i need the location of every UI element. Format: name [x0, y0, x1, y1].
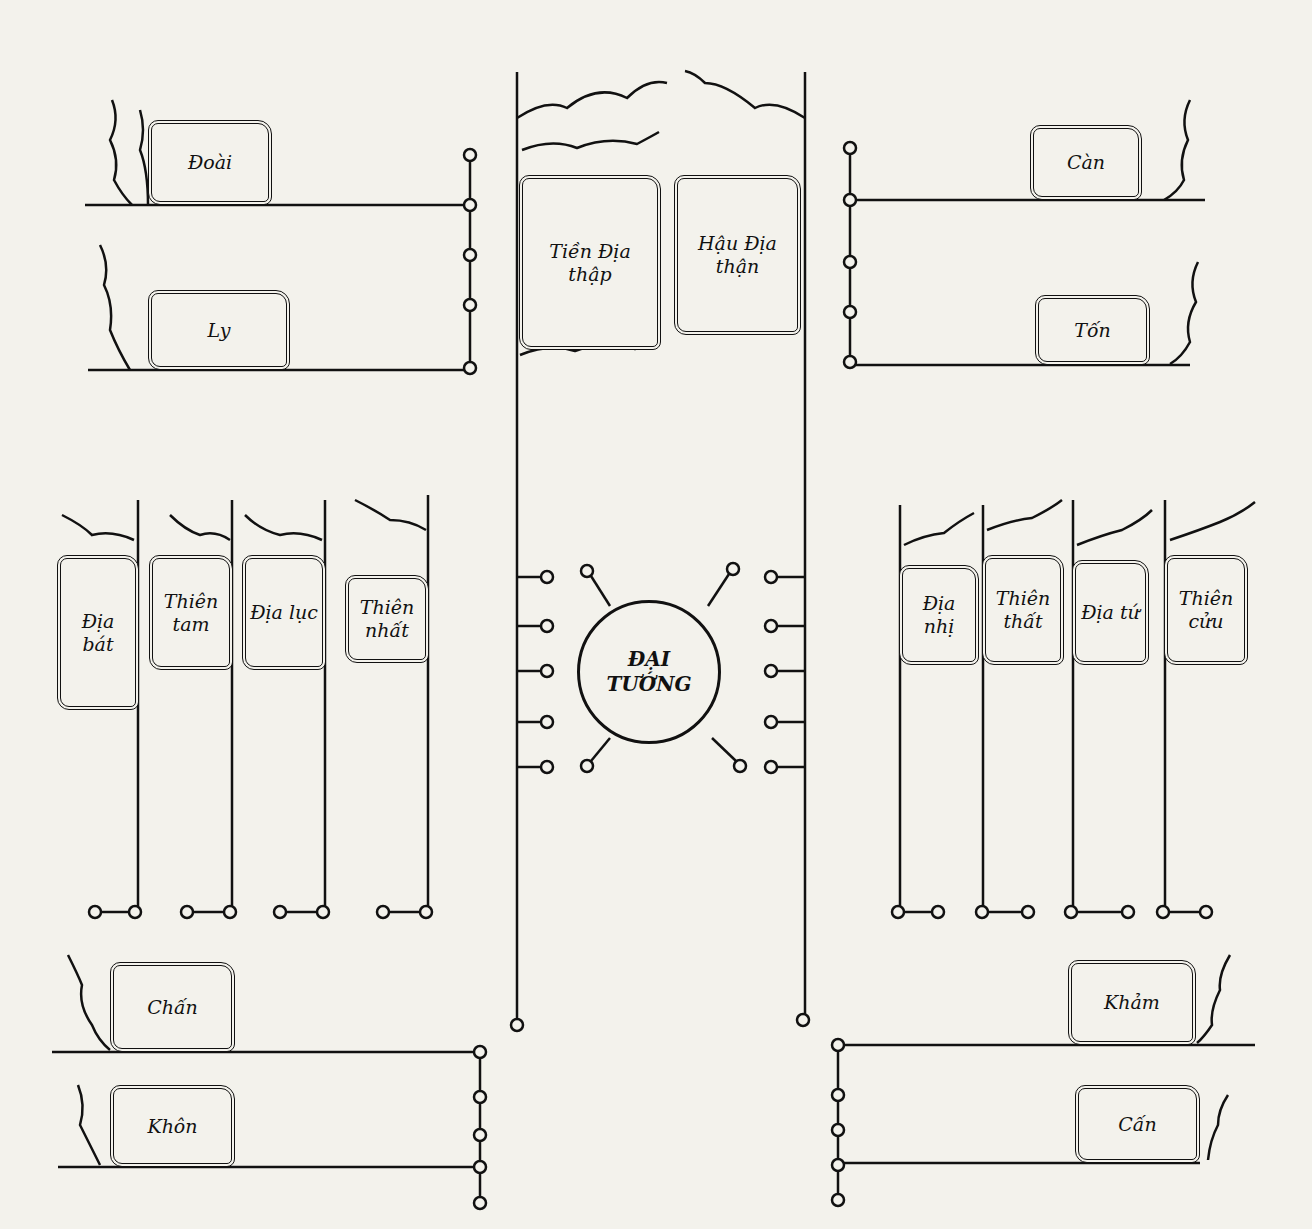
flag-banner: Tiền Địa thập [519, 175, 661, 350]
flag-label: Thiên cửu [1172, 587, 1240, 633]
flag-label: Tiền Địa thập [527, 240, 653, 286]
flag-label: Địa lục [250, 601, 318, 624]
flag-banner: Thiên thất [982, 555, 1064, 665]
flag-banner: Chấn [110, 962, 235, 1052]
flag-label: Thiên thất [990, 587, 1056, 633]
flag-label: Địa tứ [1081, 601, 1140, 624]
flag-label: Hậu Địa thận [682, 232, 793, 278]
flag-banner: Tốn [1035, 295, 1150, 365]
flag-banner: Khảm [1068, 960, 1196, 1045]
flag-label: Cấn [1118, 1113, 1156, 1136]
flag-banner: Thiên tam [149, 555, 233, 670]
general-label: ĐẠI TƯỚNG [604, 647, 694, 697]
flag-banner: Địa lục [242, 555, 326, 670]
flag-banner: Càn [1030, 125, 1142, 200]
flag-banner: Khôn [110, 1085, 235, 1167]
flag-label: Càn [1067, 151, 1105, 174]
flag-label: Địa nhị [907, 592, 971, 638]
flag-label: Tốn [1074, 319, 1111, 342]
flag-label: Khảm [1104, 991, 1160, 1014]
flag-label: Ly [207, 319, 230, 342]
flag-label: Đoài [188, 151, 232, 174]
flag-banner: Đoài [148, 120, 272, 205]
flag-banner: Địa bát [57, 555, 139, 710]
flag-banner: Địa nhị [899, 565, 979, 665]
flag-banner: Cấn [1075, 1085, 1200, 1163]
flag-banner: Ly [148, 290, 290, 370]
flag-label: Khôn [147, 1115, 197, 1138]
flag-label: Thiên nhất [353, 596, 421, 642]
flag-label: Chấn [147, 996, 198, 1019]
flag-banner: Thiên nhất [345, 575, 429, 663]
flag-banner: Địa tứ [1072, 560, 1149, 665]
general-circle: ĐẠI TƯỚNG [577, 600, 721, 744]
flag-label: Thiên tam [157, 590, 225, 636]
flag-label: Địa bát [65, 610, 131, 656]
flag-banner: Thiên cửu [1164, 555, 1248, 665]
flag-banner: Hậu Địa thận [674, 175, 801, 335]
